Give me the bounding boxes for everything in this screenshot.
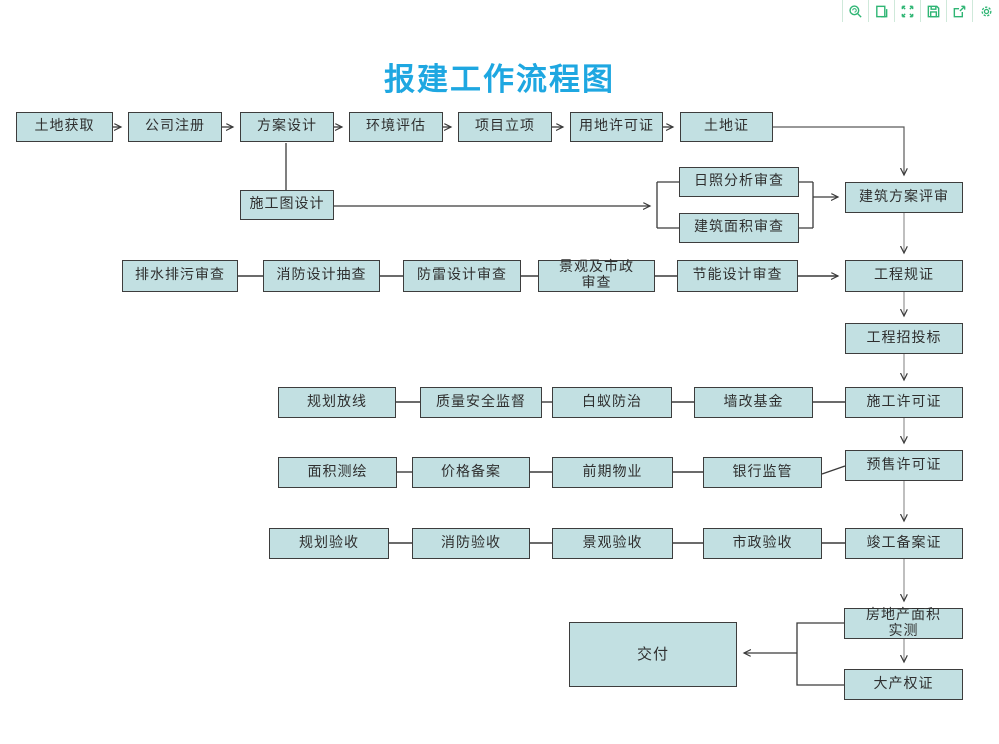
node-preliminary-property: 前期物业 bbox=[552, 457, 673, 488]
node-landscape-municipal-review: 景观及市政审查 bbox=[538, 260, 655, 292]
node-label: 施工图设计 bbox=[249, 197, 325, 212]
node-label: 消防设计抽查 bbox=[276, 268, 367, 283]
node-land-acquisition: 土地获取 bbox=[16, 112, 113, 142]
node-building-scheme-review: 建筑方案评审 bbox=[845, 182, 963, 213]
node-label: 市政验收 bbox=[732, 535, 793, 551]
node-label: 土地获取 bbox=[34, 119, 95, 134]
row5-links bbox=[397, 465, 846, 475]
node-lightning-design-review: 防雷设计审查 bbox=[403, 260, 521, 292]
node-label: 墙改基金 bbox=[723, 394, 784, 410]
node-label: 价格备案 bbox=[441, 464, 501, 480]
node-property-ownership-certificate: 大产权证 bbox=[844, 669, 963, 700]
node-fire-acceptance: 消防验收 bbox=[412, 528, 530, 559]
node-label: 节能设计审查 bbox=[692, 268, 783, 283]
fit-page-icon[interactable] bbox=[869, 0, 895, 22]
node-floor-area-review: 建筑面积审查 bbox=[679, 213, 799, 243]
node-fire-design-check: 消防设计抽查 bbox=[263, 260, 380, 292]
node-label: 面积测绘 bbox=[307, 464, 368, 480]
node-label: 环境评估 bbox=[366, 119, 426, 134]
node-label: 日照分析审查 bbox=[694, 174, 784, 189]
node-environment-assessment: 环境评估 bbox=[349, 112, 443, 142]
fullscreen-icon[interactable] bbox=[895, 0, 921, 22]
node-planning-setting-out: 规划放线 bbox=[278, 387, 396, 418]
node-wall-reform-fund: 墙改基金 bbox=[694, 387, 813, 418]
node-label: 房地产面积实测 bbox=[866, 607, 941, 639]
page-title: 报建工作流程图 bbox=[384, 62, 615, 97]
node-label: 施工许可证 bbox=[866, 394, 942, 410]
edge-landcert-schemereview bbox=[773, 126, 904, 175]
zoom-icon[interactable] bbox=[843, 0, 869, 22]
node-label: 建筑方案评审 bbox=[859, 189, 949, 205]
delivery-bracket bbox=[744, 622, 845, 686]
node-bank-supervision: 银行监管 bbox=[703, 457, 822, 488]
toolbar bbox=[842, 0, 999, 22]
node-label: 用地许可证 bbox=[579, 119, 654, 134]
drawing-branch bbox=[334, 181, 838, 229]
node-completion-filing-certificate: 竣工备案证 bbox=[845, 528, 963, 559]
node-area-surveying: 面积测绘 bbox=[278, 457, 397, 488]
node-label: 工程招投标 bbox=[866, 330, 942, 346]
node-label: 交付 bbox=[636, 646, 669, 663]
node-label: 景观及市政审查 bbox=[559, 260, 634, 291]
node-presale-permit: 预售许可证 bbox=[845, 450, 963, 481]
node-scheme-design: 方案设计 bbox=[240, 112, 334, 142]
save-icon[interactable] bbox=[921, 0, 947, 22]
node-company-registration: 公司注册 bbox=[128, 112, 222, 142]
node-label: 土地证 bbox=[704, 119, 749, 134]
node-label: 前期物业 bbox=[582, 464, 643, 480]
node-label: 竣工备案证 bbox=[866, 535, 942, 551]
node-label: 排水排污审查 bbox=[135, 268, 225, 283]
settings-icon[interactable] bbox=[973, 0, 999, 22]
node-label: 质量安全监督 bbox=[436, 394, 526, 410]
node-label: 方案设计 bbox=[257, 119, 317, 134]
node-label: 规划放线 bbox=[307, 394, 367, 410]
node-termite-control: 白蚁防治 bbox=[552, 387, 672, 418]
node-label: 规划验收 bbox=[299, 535, 359, 551]
node-planning-acceptance: 规划验收 bbox=[269, 528, 389, 559]
node-label: 建筑面积审查 bbox=[694, 220, 784, 235]
node-energy-saving-design-review: 节能设计审查 bbox=[677, 260, 798, 292]
node-label: 防雷设计审查 bbox=[417, 268, 507, 283]
node-land-certificate: 土地证 bbox=[680, 112, 773, 142]
node-label: 工程规证 bbox=[874, 268, 934, 283]
node-label: 银行监管 bbox=[732, 464, 793, 480]
node-drainage-sewage-review: 排水排污审查 bbox=[122, 260, 238, 292]
node-label: 消防验收 bbox=[441, 535, 501, 551]
node-project-approval: 项目立项 bbox=[458, 112, 552, 142]
node-label: 大产权证 bbox=[873, 676, 934, 692]
node-construction-drawing-design: 施工图设计 bbox=[240, 190, 334, 220]
node-label: 预售许可证 bbox=[866, 457, 942, 473]
node-label: 白蚁防治 bbox=[582, 394, 642, 410]
node-municipal-acceptance: 市政验收 bbox=[703, 528, 822, 559]
node-construction-permit: 施工许可证 bbox=[845, 387, 963, 418]
node-label: 景观验收 bbox=[582, 535, 643, 551]
node-price-filing: 价格备案 bbox=[412, 457, 530, 488]
node-quality-safety-supervision: 质量安全监督 bbox=[420, 387, 542, 418]
node-sunshine-analysis-review: 日照分析审查 bbox=[679, 167, 799, 197]
export-icon[interactable] bbox=[947, 0, 973, 22]
node-project-bidding: 工程招投标 bbox=[845, 323, 963, 354]
node-project-planning-certificate: 工程规证 bbox=[845, 260, 963, 292]
node-label: 公司注册 bbox=[145, 119, 205, 134]
node-land-use-permit: 用地许可证 bbox=[570, 112, 663, 142]
node-landscape-acceptance: 景观验收 bbox=[552, 528, 673, 559]
node-label: 项目立项 bbox=[475, 119, 535, 134]
node-delivery: 交付 bbox=[569, 622, 737, 687]
node-real-estate-area-measurement: 房地产面积实测 bbox=[844, 608, 963, 639]
